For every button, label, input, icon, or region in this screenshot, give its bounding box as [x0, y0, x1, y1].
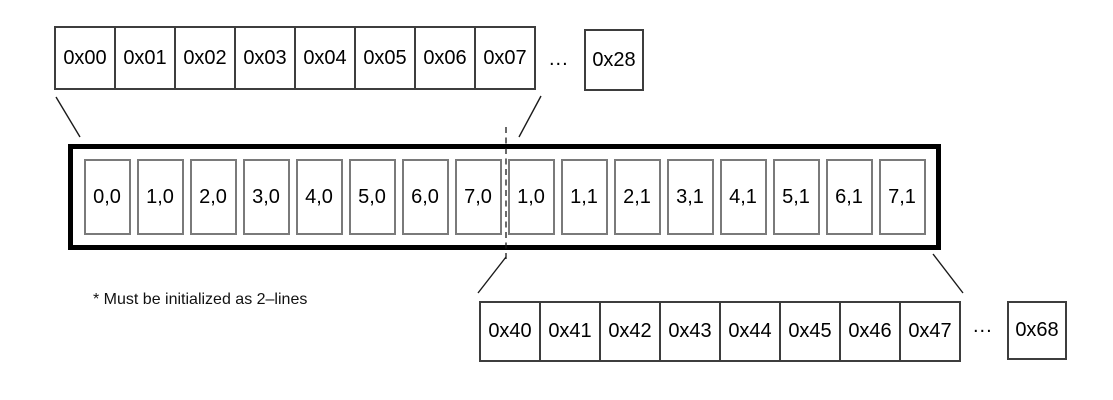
- buffer-cell: 7,1: [878, 159, 926, 235]
- buffer-cell: 4,1: [719, 159, 767, 235]
- memory-cell: 0x05: [354, 26, 416, 90]
- memory-row-top: 0x00 0x01 0x02 0x03 0x04 0x05 0x06 0x07: [54, 26, 536, 90]
- memory-cell: 0x07: [474, 26, 536, 90]
- buffer-cell: 7,0: [454, 159, 502, 235]
- buffer-cell: 2,0: [189, 159, 237, 235]
- connector-bottom-left: [477, 256, 507, 294]
- memory-cell: 0x42: [599, 301, 661, 362]
- memory-cell: 0x03: [234, 26, 296, 90]
- buffer-cell: 5,0: [348, 159, 396, 235]
- connector-top-left: [55, 96, 81, 138]
- memory-cell: 0x46: [839, 301, 901, 362]
- buffer-cell: 3,0: [242, 159, 290, 235]
- buffer-cell: 5,1: [772, 159, 820, 235]
- buffer-cell: 4,0: [295, 159, 343, 235]
- memory-cell: 0x00: [54, 26, 116, 90]
- memory-cell: 0x43: [659, 301, 721, 362]
- connector-bottom-right: [932, 253, 964, 294]
- line-buffer-container: 0,0 1,0 2,0 3,0 4,0 5,0 6,0 7,0 1,0 1,1 …: [68, 144, 941, 250]
- buffer-cell: 6,0: [401, 159, 449, 235]
- memory-cell: 0x40: [479, 301, 541, 362]
- buffer-cell: 1,0: [136, 159, 184, 235]
- memory-cell: 0x02: [174, 26, 236, 90]
- buffer-cell: 2,1: [613, 159, 661, 235]
- memory-row-bottom: 0x40 0x41 0x42 0x43 0x44 0x45 0x46 0x47: [479, 301, 961, 362]
- memory-cell-end-top: 0x28: [584, 29, 644, 91]
- memory-cell: 0x01: [114, 26, 176, 90]
- memory-cell: 0x06: [414, 26, 476, 90]
- ellipsis-bottom: ...: [973, 315, 993, 337]
- connector-top-right: [518, 95, 542, 138]
- buffer-cell: 1,0: [507, 159, 555, 235]
- buffer-cell: 1,1: [560, 159, 608, 235]
- footnote: * Must be initialized as 2–lines: [93, 291, 308, 308]
- memory-cell: 0x44: [719, 301, 781, 362]
- memory-cell: 0x41: [539, 301, 601, 362]
- buffer-cell: 3,1: [666, 159, 714, 235]
- memory-cell: 0x45: [779, 301, 841, 362]
- ellipsis-top: ...: [549, 48, 569, 70]
- memory-cell: 0x04: [294, 26, 356, 90]
- memory-cell-end-bottom: 0x68: [1007, 301, 1067, 360]
- buffer-cell: 6,1: [825, 159, 873, 235]
- memory-cell: 0x47: [899, 301, 961, 362]
- buffer-cell: 0,0: [83, 159, 131, 235]
